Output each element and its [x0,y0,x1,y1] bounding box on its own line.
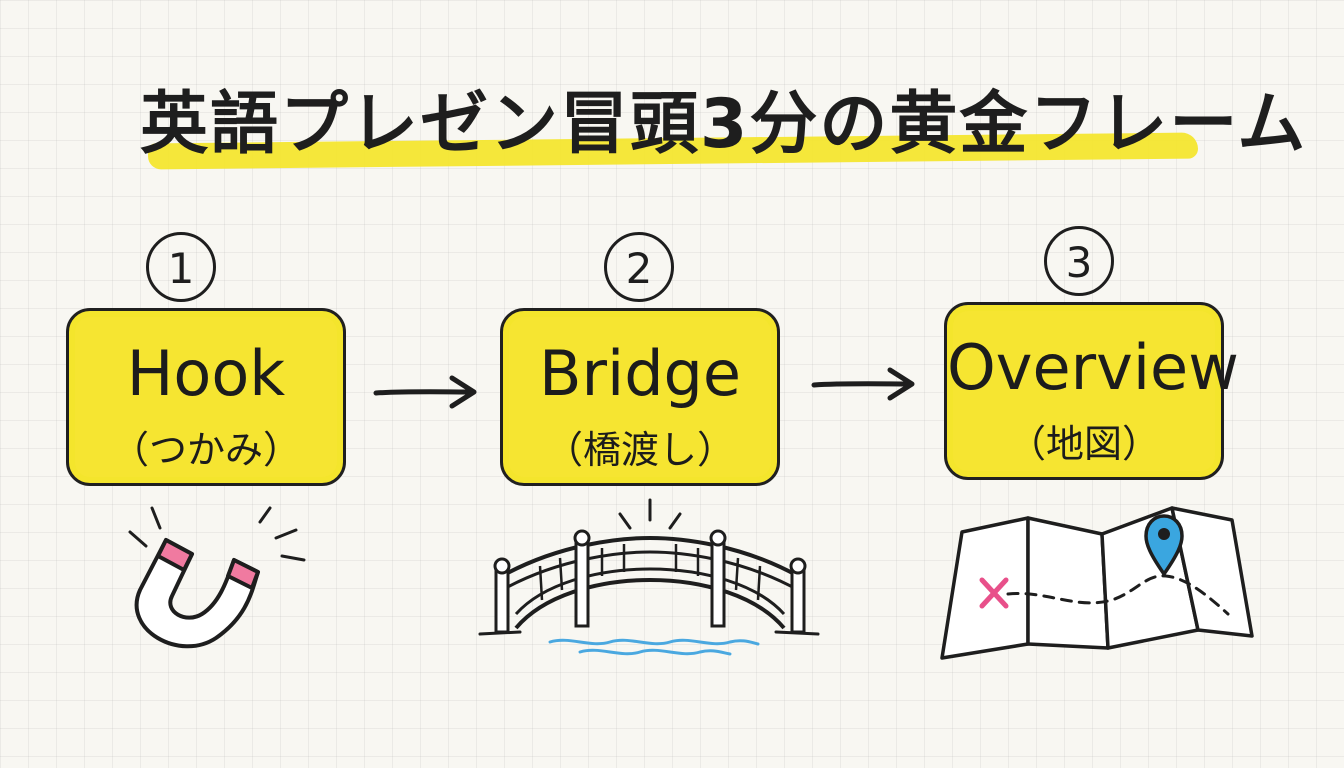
step-box-hook: Hook （つかみ） [66,308,346,486]
step-label-overview: Overview [947,331,1239,404]
arrow-right-icon [373,375,477,409]
map-icon [940,506,1254,660]
magnet-icon [128,506,306,649]
step-box-bridge: Bridge （橋渡し） [500,308,780,486]
step-sublabel-overview: （地図） [1007,422,1160,466]
title-area: 英語プレゼン冒頭3分の黄金フレーム [140,60,1308,180]
bridge-icon [478,498,820,656]
step-label-hook: Hook [126,337,286,410]
arrow-right-icon [811,367,915,401]
step-label-bridge: Bridge [538,337,742,410]
step-sublabel-hook: （つかみ） [110,428,301,472]
step-number-2: 2 [604,232,674,302]
step-sublabel-bridge: （橋渡し） [544,428,735,472]
step-number-3: 3 [1044,226,1114,296]
page-title: 英語プレゼン冒頭3分の黄金フレーム [140,85,1308,164]
step-number-1: 1 [146,232,216,302]
step-box-overview: Overview （地図） [944,302,1239,480]
